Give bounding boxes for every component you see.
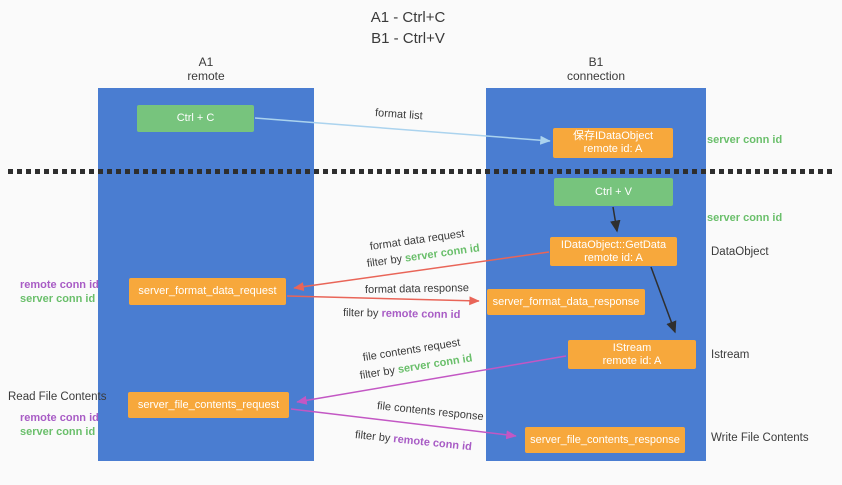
file-contents-response-filter-label: filter by remote conn id bbox=[354, 429, 472, 454]
istream-line2: remote id: A bbox=[602, 354, 662, 367]
server-format-data-response-box: server_format_data_response bbox=[487, 289, 645, 315]
title-line-2: B1 - Ctrl+V bbox=[371, 30, 445, 47]
lifeline-b1-name: B1 bbox=[588, 55, 604, 69]
server-format-data-request-box: server_format_data_request bbox=[129, 278, 286, 305]
dataobject-label: DataObject bbox=[711, 246, 769, 258]
remote-conn-id-key: remote conn id bbox=[392, 433, 473, 454]
filter-by-text: filter by bbox=[354, 429, 391, 445]
format-data-response-label: format data response bbox=[364, 282, 470, 296]
read-file-contents-label: Read File Contents bbox=[8, 391, 107, 403]
lifeline-b1-role: connection bbox=[566, 69, 626, 83]
server-file-contents-request-box: server_file_contents_request bbox=[128, 392, 289, 418]
left-server-conn-id-label-2: server conn id bbox=[20, 426, 96, 438]
left-remote-conn-id-label-1: remote conn id bbox=[20, 279, 99, 291]
server-format-data-response-label: server_format_data_response bbox=[492, 295, 640, 308]
left-remote-conn-id-label-2: remote conn id bbox=[20, 412, 99, 424]
ctrl-c-box: Ctrl + C bbox=[137, 105, 254, 132]
istream-line1: IStream bbox=[612, 341, 652, 354]
server-format-data-request-label: server_format_data_request bbox=[138, 285, 277, 297]
filter-by-text: filter by bbox=[358, 364, 396, 382]
save-idataobject-line2: remote id: A bbox=[583, 143, 643, 155]
server-file-contents-response-box: server_file_contents_response bbox=[525, 427, 685, 453]
getdata-line2: remote id: A bbox=[584, 251, 643, 264]
left-server-conn-id-label-1: server conn id bbox=[20, 293, 96, 305]
save-idataobject-box: 保存IDataObject remote id: A bbox=[553, 128, 673, 158]
istream-box: IStream remote id: A bbox=[568, 340, 696, 369]
copy-paste-separator-line bbox=[8, 169, 836, 174]
right-server-conn-id-label-2: server conn id bbox=[707, 212, 783, 224]
getdata-line1: IDataObject::GetData bbox=[560, 238, 667, 251]
ctrl-v-box: Ctrl + V bbox=[554, 178, 673, 206]
ctrl-c-label: Ctrl + C bbox=[176, 112, 215, 124]
lifeline-header-a1: A1 remote bbox=[98, 55, 314, 83]
filter-by-text: filter by bbox=[342, 307, 379, 320]
format-data-response-filter-label: filter by remote conn id bbox=[343, 307, 461, 322]
lifeline-a1-name: A1 bbox=[198, 55, 214, 69]
server-file-contents-response-label: server_file_contents_response bbox=[530, 433, 680, 446]
format-data-response-arrow bbox=[286, 295, 480, 306]
file-contents-response-label: file contents response bbox=[376, 400, 485, 424]
diagram-title: A1 - Ctrl+C B1 - Ctrl+V bbox=[0, 7, 816, 49]
lifeline-header-b1: B1 connection bbox=[486, 55, 706, 83]
remote-conn-id-key: remote conn id bbox=[381, 307, 461, 322]
save-idataobject-line1: 保存IDataObject bbox=[572, 130, 654, 142]
idataobject-getdata-box: IDataObject::GetData remote id: A bbox=[550, 237, 677, 266]
title-line-1: A1 - Ctrl+C bbox=[370, 9, 446, 26]
ctrl-v-label: Ctrl + V bbox=[595, 185, 632, 198]
lifeline-a1-role: remote bbox=[187, 69, 225, 83]
filter-by-text: filter by bbox=[366, 253, 403, 270]
right-server-conn-id-label-1: server conn id bbox=[707, 134, 783, 146]
istream-side-label: Istream bbox=[711, 349, 750, 361]
format-list-label: format list bbox=[374, 107, 424, 123]
write-file-contents-label: Write File Contents bbox=[711, 432, 809, 444]
server-file-contents-request-label: server_file_contents_request bbox=[137, 398, 280, 411]
